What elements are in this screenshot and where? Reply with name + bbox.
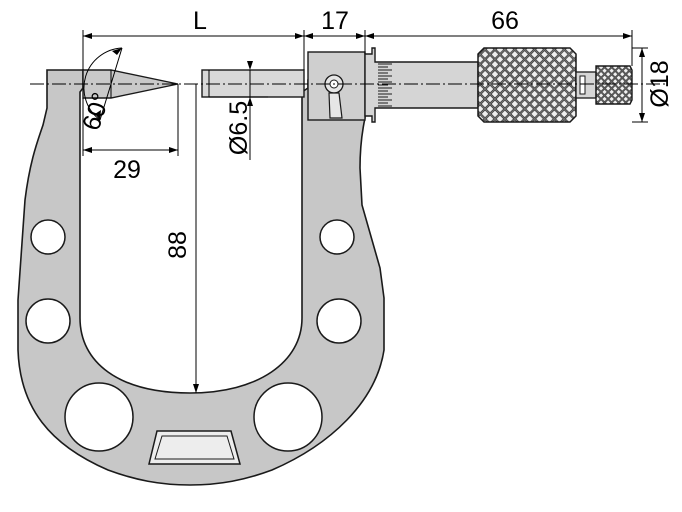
- name-plate: [148, 430, 241, 465]
- lock-lever: [328, 92, 343, 119]
- dim-label-66: 66: [491, 7, 519, 35]
- frame-hole: [253, 382, 323, 452]
- dim-label-d18: Ø18: [646, 60, 674, 107]
- ratchet-neck: [575, 71, 597, 99]
- dim-label-88: 88: [164, 231, 192, 259]
- dim-label-29: 29: [113, 156, 141, 184]
- frame-hole: [319, 219, 355, 255]
- frame-hole: [25, 298, 71, 344]
- ratchet-stop: [595, 65, 633, 105]
- dim-label-L: L: [193, 7, 207, 35]
- angle-arc: [83, 47, 123, 121]
- dim-label-17: 17: [321, 7, 349, 35]
- micrometer-frame: [17, 69, 385, 486]
- sleeve-scale-marks: [378, 63, 392, 107]
- thimble: [477, 47, 577, 123]
- frame-hole: [30, 219, 66, 255]
- frame-hole: [316, 298, 362, 344]
- frame-hole: [64, 382, 134, 452]
- dim-label-d65: Ø6.5: [225, 101, 253, 155]
